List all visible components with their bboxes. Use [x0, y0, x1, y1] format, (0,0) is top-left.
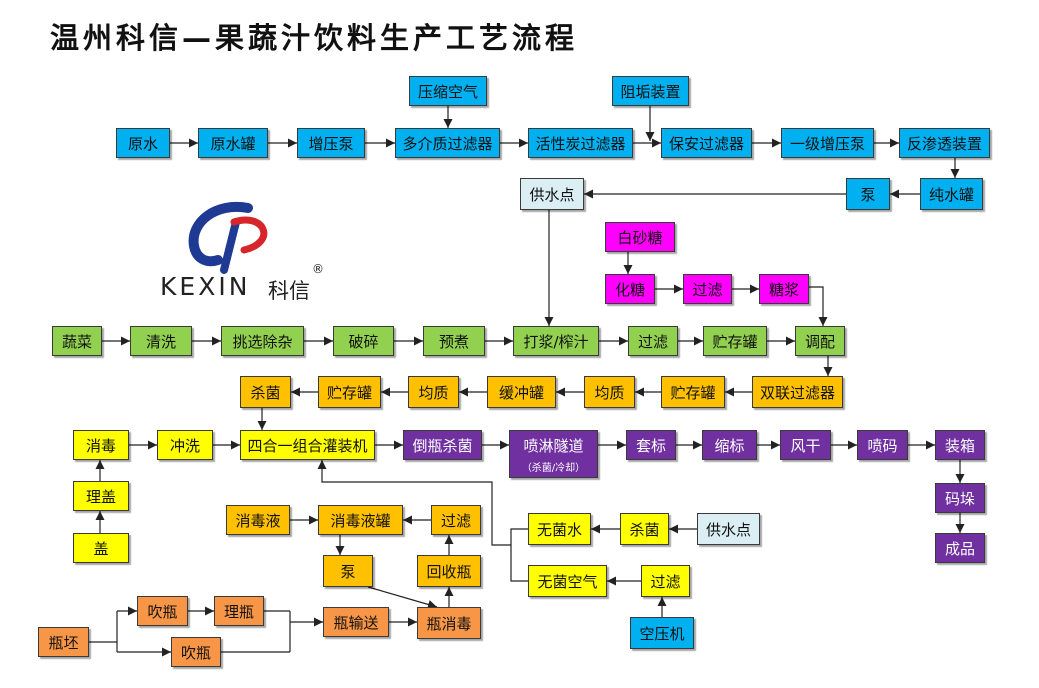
bottle-sorting-box: 理瓶: [214, 596, 264, 626]
sugar-filter-box: 过滤: [683, 274, 732, 304]
water-sterilize-box: 杀菌: [620, 513, 669, 545]
rinse-box: 冲洗: [157, 430, 213, 460]
storage-tank-1-box: 贮存罐: [661, 376, 725, 408]
logo-red-curl: [230, 216, 268, 254]
finished-product-box: 成品: [935, 533, 985, 563]
blow-bottle-1-box: 吹瓶: [137, 596, 188, 626]
wash-box: 清洗: [130, 326, 192, 356]
pre-cook-box: 预煮: [423, 326, 485, 356]
compressed-air-box: 压缩空气: [409, 76, 487, 106]
shrink-label-box: 缩标: [702, 430, 757, 460]
antiscalant-device-box: 阻垢装置: [612, 76, 689, 106]
logo-blue-stem: [220, 218, 240, 274]
four-in-one-filler-box: 四合一组合灌装机: [240, 430, 375, 460]
disinfectant-filter-box: 过滤: [431, 505, 481, 535]
cap-sorting-box: 理盖: [73, 481, 129, 511]
packing-box: 装箱: [935, 430, 985, 460]
disinfectant-box: 消毒液: [226, 505, 290, 535]
cap-box: 盖: [73, 533, 129, 563]
logo-brand-en: KEXIN: [160, 272, 251, 301]
first-stage-booster-pump-box: 一级增压泵: [781, 128, 874, 158]
logo-blue-crescent: [188, 201, 253, 267]
juice-filter-box: 过滤: [628, 326, 678, 356]
inkjet-code-box: 喷码: [857, 430, 908, 460]
dissolve-sugar-box: 化糖: [605, 274, 655, 304]
activated-carbon-filter-box: 活性炭过滤器: [528, 128, 633, 158]
sleeve-label-box: 套标: [626, 430, 676, 460]
air-compressor-box: 空压机: [630, 617, 694, 649]
flow-line: [510, 528, 528, 582]
palletize-box: 码垛: [935, 483, 985, 513]
homogenize-1-box: 均质: [584, 376, 635, 408]
multi-media-filter-box: 多介质过滤器: [395, 128, 500, 158]
sterile-water-box: 无菌水: [528, 513, 591, 545]
logo-brand-cn: 科信: [268, 279, 310, 303]
blend-box: 调配: [795, 326, 845, 356]
crush-box: 破碎: [333, 326, 394, 356]
duplex-filter-box: 双联过滤器: [752, 376, 843, 408]
page-title: 温州科信—果蔬汁饮料生产工艺流程: [50, 21, 579, 55]
preform-box: 瓶坯: [38, 627, 89, 657]
invert-sterilize-box: 倒瓶杀菌: [403, 430, 482, 460]
sterile-water-supply-point-box: 供水点: [697, 513, 760, 545]
disinfect-box: 消毒: [73, 430, 129, 460]
water-pump-box: 泵: [846, 178, 890, 210]
security-filter-box: 保安过滤器: [661, 128, 752, 158]
syrup-box: 糖浆: [759, 274, 809, 304]
blow-bottle-2-box: 吹瓶: [171, 637, 221, 667]
booster-pump-box: 增压泵: [297, 128, 365, 158]
kexin-logo-icon: [188, 201, 268, 274]
sort-remove-impurities-box: 挑选除杂: [221, 326, 304, 356]
juice-sterilize-box: 杀菌: [240, 376, 291, 408]
bottle-disinfection-box: 瓶消毒: [417, 607, 481, 639]
vegetables-box: 蔬菜: [52, 326, 102, 356]
sterile-air-box: 无菌空气: [528, 565, 607, 597]
reverse-osmosis-unit-box: 反渗透装置: [899, 128, 990, 158]
air-filter-box: 过滤: [641, 565, 690, 597]
juice-storage-tank-box: 贮存罐: [703, 326, 767, 356]
flow-arrow: [317, 460, 511, 546]
bottle-conveying-box: 瓶输送: [323, 607, 389, 637]
white-sugar-box: 白砂糖: [605, 222, 675, 252]
pure-water-tank-box: 纯水罐: [920, 178, 983, 210]
raw-water-box: 原水: [116, 128, 170, 158]
storage-tank-2-box: 贮存罐: [318, 376, 381, 408]
raw-water-tank-box: 原水罐: [198, 128, 268, 158]
recycled-bottles-box: 回收瓶: [417, 555, 481, 587]
spray-tunnel-box: 喷淋隧道 （杀菌/冷却）: [509, 430, 598, 478]
homogenize-2-box: 均质: [408, 376, 459, 408]
buffer-tank-box: 缓冲罐: [487, 376, 556, 408]
disinfectant-tank-box: 消毒液罐: [318, 505, 403, 535]
flow-arrow: [809, 286, 828, 326]
disinfectant-pump-box: 泵: [323, 555, 373, 587]
registered-mark: ®: [312, 262, 324, 276]
spray-tunnel-label: 喷淋隧道: [523, 436, 584, 455]
air-dry-box: 风干: [780, 430, 831, 460]
pulp-press-box: 打浆/榨汁: [513, 326, 599, 356]
spray-tunnel-note: （杀菌/冷却）: [521, 462, 586, 474]
water-supply-point-box: 供水点: [520, 178, 584, 210]
flow-arrow: [367, 586, 438, 609]
